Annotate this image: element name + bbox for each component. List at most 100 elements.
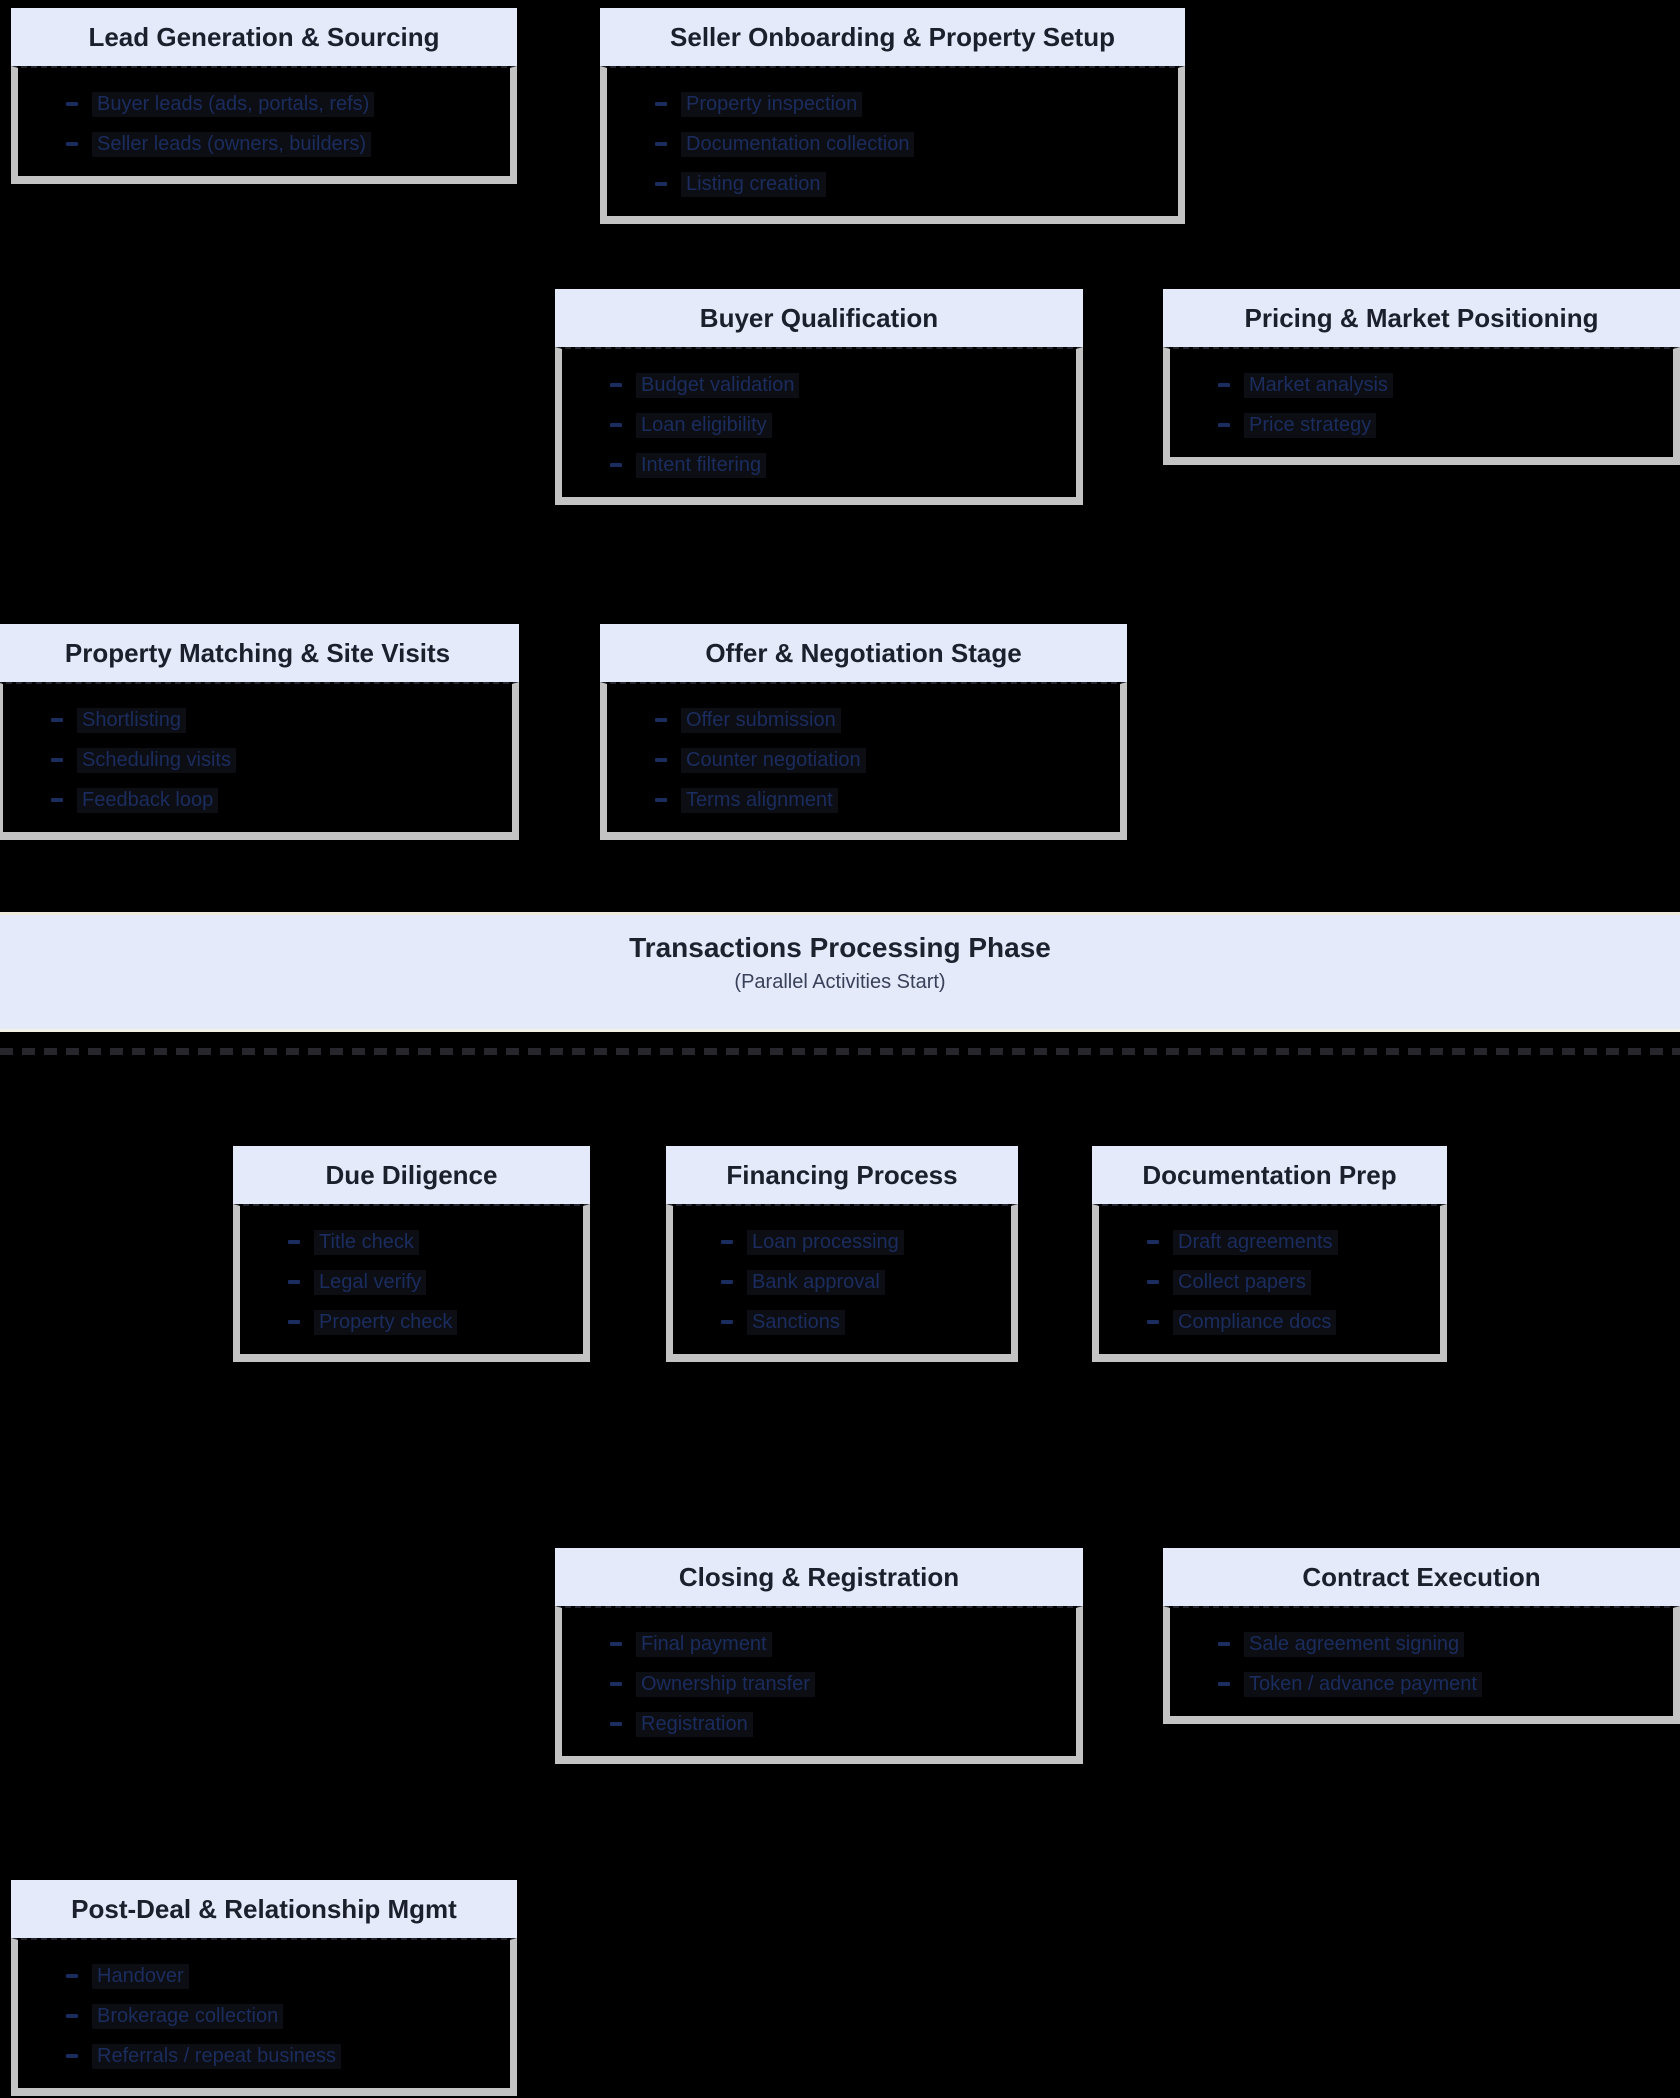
list-item-label: Seller leads (owners, builders) [92,131,372,157]
node-body: Buyer leads (ads, portals, refs) Seller l… [11,66,517,184]
list-item: Listing creation [655,164,1168,204]
node-title: Offer & Negotiation Stage [600,624,1127,682]
bullet-dash-icon [721,1280,733,1284]
node-title: Documentation Prep [1092,1146,1447,1204]
bullet-dash-icon [655,182,667,186]
list-item: Property inspection [655,84,1168,124]
list-item: Intent filtering [610,445,1066,485]
bullet-dash-icon [655,718,667,722]
list-item-label: Sale agreement signing [1244,1631,1465,1657]
list-item: Shortlisting [51,700,502,740]
phase-band-transactions-processing: Transactions Processing Phase (Parallel … [0,912,1680,1032]
list-item: Draft agreements [1147,1222,1430,1262]
node-item-list: Buyer leads (ads, portals, refs) Seller l… [66,84,500,164]
bullet-dash-icon [66,1974,78,1978]
node-title: Closing & Registration [555,1548,1083,1606]
list-item: Market analysis [1218,365,1663,405]
list-item: Budget validation [610,365,1066,405]
bullet-dash-icon [288,1240,300,1244]
list-item: Collect papers [1147,1262,1430,1302]
list-item-label: Final payment [636,1631,772,1657]
list-item-label: Terms alignment [681,787,838,813]
list-item-label: Property inspection [681,91,863,117]
list-item: Counter negotiation [655,740,1110,780]
bullet-dash-icon [721,1320,733,1324]
list-item-label: Brokerage collection [92,2003,284,2029]
list-item-label: Legal verify [314,1269,427,1295]
node-contract-execution: Contract Execution Sale agreement signin… [1163,1548,1680,1724]
list-item: Referrals / repeat business [66,2036,500,2076]
bullet-dash-icon [288,1320,300,1324]
bullet-dash-icon [610,463,622,467]
list-item-label: Ownership transfer [636,1671,815,1697]
bullet-dash-icon [66,102,78,106]
list-item: Legal verify [288,1262,573,1302]
list-item: Final payment [610,1624,1066,1664]
node-pricing-market-positioning: Pricing & Market Positioning Market anal… [1163,289,1680,465]
bullet-dash-icon [655,798,667,802]
list-item: Registration [610,1704,1066,1744]
list-item-label: Title check [314,1229,419,1255]
list-item-label: Intent filtering [636,452,767,478]
list-item: Ownership transfer [610,1664,1066,1704]
phase-band-title: Transactions Processing Phase [629,932,1051,963]
bullet-dash-icon [655,758,667,762]
list-item-label: Token / advance payment [1244,1671,1482,1697]
list-item: Loan eligibility [610,405,1066,445]
bullet-dash-icon [51,758,63,762]
list-item-label: Listing creation [681,171,826,197]
list-item-label: Budget validation [636,372,800,398]
node-property-matching: Property Matching & Site Visits Shortlis… [0,624,519,840]
bullet-dash-icon [66,142,78,146]
list-item: Feedback loop [51,780,502,820]
list-item: Compliance docs [1147,1302,1430,1342]
bullet-dash-icon [655,102,667,106]
list-item-label: Documentation collection [681,131,915,157]
bullet-dash-icon [51,798,63,802]
bullet-dash-icon [1218,423,1230,427]
node-seller-onboarding: Seller Onboarding & Property Setup Prope… [600,8,1185,224]
bullet-dash-icon [610,1722,622,1726]
bullet-dash-icon [610,383,622,387]
list-item: Handover [66,1956,500,1996]
phase-boundary-dashed-line [0,1048,1680,1055]
list-item-label: Sanctions [747,1309,845,1335]
list-item-label: Scheduling visits [77,747,236,773]
list-item: Bank approval [721,1262,1001,1302]
list-item-label: Feedback loop [77,787,219,813]
list-item-label: Counter negotiation [681,747,866,773]
bullet-dash-icon [1218,1682,1230,1686]
phase-band-subtitle: (Parallel Activities Start) [734,971,946,993]
list-item: Buyer leads (ads, portals, refs) [66,84,500,124]
bullet-dash-icon [721,1240,733,1244]
node-title: Lead Generation & Sourcing [11,8,517,66]
node-title: Post-Deal & Relationship Mgmt [11,1880,517,1938]
list-item-label: Registration [636,1711,753,1737]
bullet-dash-icon [1147,1240,1159,1244]
list-item: Sanctions [721,1302,1001,1342]
node-title: Due Diligence [233,1146,590,1204]
node-lead-generation: Lead Generation & Sourcing Buyer leads (… [11,8,517,184]
list-item-label: Referrals / repeat business [92,2043,342,2069]
list-item: Sale agreement signing [1218,1624,1663,1664]
